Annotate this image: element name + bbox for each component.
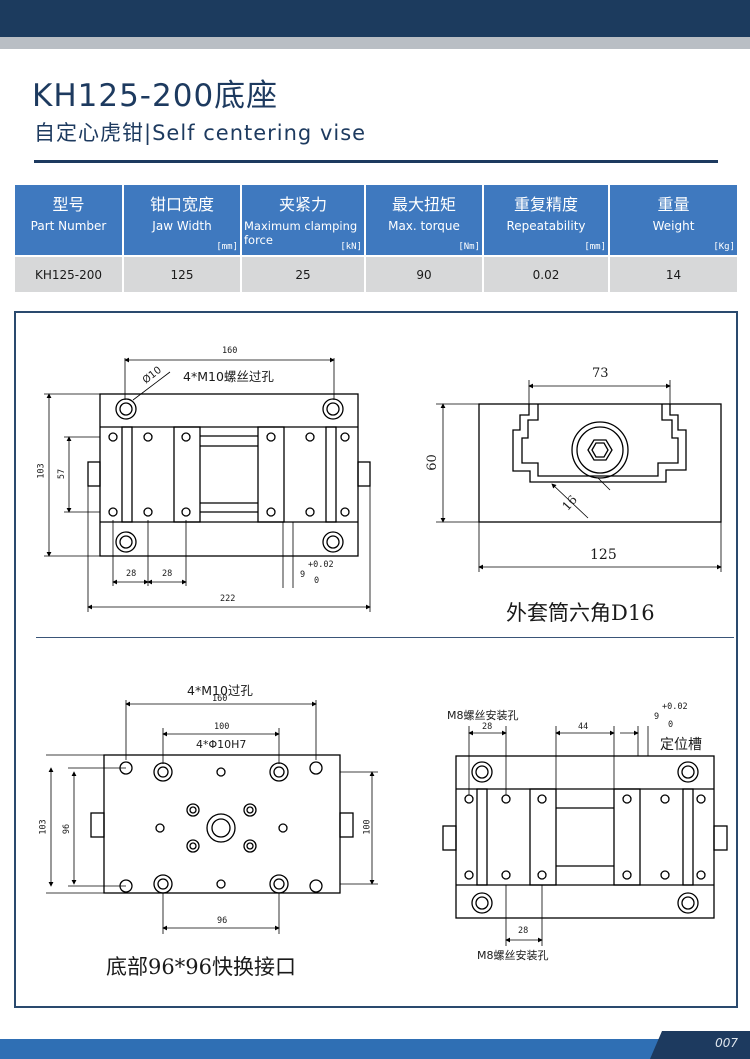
side-view-caption: 外套筒六角D16 (506, 601, 655, 625)
dim-60: 60 (424, 454, 440, 471)
col-weight: 重量 Weight [Kg] (609, 185, 737, 256)
dim-96-horizontal: 96 (217, 916, 228, 926)
footer-bar (0, 1039, 750, 1059)
dim-222: 222 (220, 594, 236, 604)
col-repeatability: 重复精度 Repeatability [mm] (483, 185, 610, 256)
dim-103: 103 (36, 463, 47, 479)
bottom-view-drawing (46, 700, 378, 934)
cell-part-number: KH125-200 (15, 255, 124, 292)
m8-callout-bottom: M8螺丝安装孔 (477, 949, 549, 962)
spec-table: 型号 Part Number 钳口宽度 Jaw Width [mm] 夹紧力 M… (15, 185, 737, 292)
pin-callout: 4*Φ10H7 (196, 738, 247, 751)
dim-96-vertical: 96 (62, 823, 73, 835)
top-banner (0, 0, 750, 37)
m8-callout-top: M8螺丝安装孔 (447, 709, 519, 722)
dim-9: 9 (300, 570, 306, 580)
drawing-frame (14, 311, 738, 1008)
dim-73: 73 (592, 366, 609, 381)
col-clamping-force: 夹紧力 Maximum clamping force [kN] (241, 185, 366, 256)
product-subtitle: 自定心虎钳|Self centering vise (34, 121, 367, 145)
page-number: 007 (715, 1036, 738, 1050)
product-title: KH125-200底座 (32, 78, 279, 114)
hole-callout: 4*M10螺丝过孔 (183, 369, 274, 384)
tol-lower: 0 (314, 576, 320, 586)
dim-125: 125 (590, 547, 617, 563)
cell-clamping-force: 25 (241, 255, 366, 292)
top-banner-shade (0, 37, 750, 49)
dim-28-mount-bottom: 28 (518, 926, 529, 936)
cell-jaw-width: 125 (123, 255, 242, 292)
footer-tab (650, 1031, 750, 1059)
cell-max-torque: 90 (365, 255, 484, 292)
tol-upper-mount: +0.02 (662, 702, 688, 712)
side-view-drawing (436, 380, 722, 572)
bottom-hole-callout: 4*M10过孔 (187, 683, 253, 698)
tol-lower-mount: 0 (668, 720, 674, 730)
tol-upper: +0.02 (308, 560, 334, 570)
mount-view-drawing (442, 726, 728, 946)
dim-160-bottom: 160 (212, 694, 228, 704)
col-jaw-width: 钳口宽度 Jaw Width [mm] (123, 185, 242, 256)
table-row: KH125-200 125 25 90 0.02 14 (15, 255, 737, 292)
cell-repeatability: 0.02 (483, 255, 610, 292)
dim-57: 57 (57, 468, 68, 480)
title-divider (34, 160, 718, 163)
dim-103-bottom: 103 (38, 819, 49, 835)
drawing-divider (36, 637, 734, 638)
top-view-drawing (44, 357, 371, 612)
col-max-torque: 最大扭矩 Max. torque [Nm] (365, 185, 484, 256)
bottom-view-caption: 底部96*96快换接口 (106, 955, 296, 979)
dim-28-left: 28 (126, 569, 137, 579)
dim-100-vertical: 100 (362, 819, 373, 835)
slot-callout: 定位槽 (660, 737, 702, 753)
col-part-number: 型号 Part Number (15, 185, 124, 256)
dim-28-right: 28 (162, 569, 173, 579)
dim-28-mount: 28 (482, 722, 493, 732)
dim-9-mount: 9 (654, 712, 660, 722)
dim-160: 160 (222, 346, 238, 356)
cell-weight: 14 (609, 255, 737, 292)
dim-100-bottom: 100 (214, 722, 230, 732)
dim-44-mount: 44 (578, 722, 589, 732)
